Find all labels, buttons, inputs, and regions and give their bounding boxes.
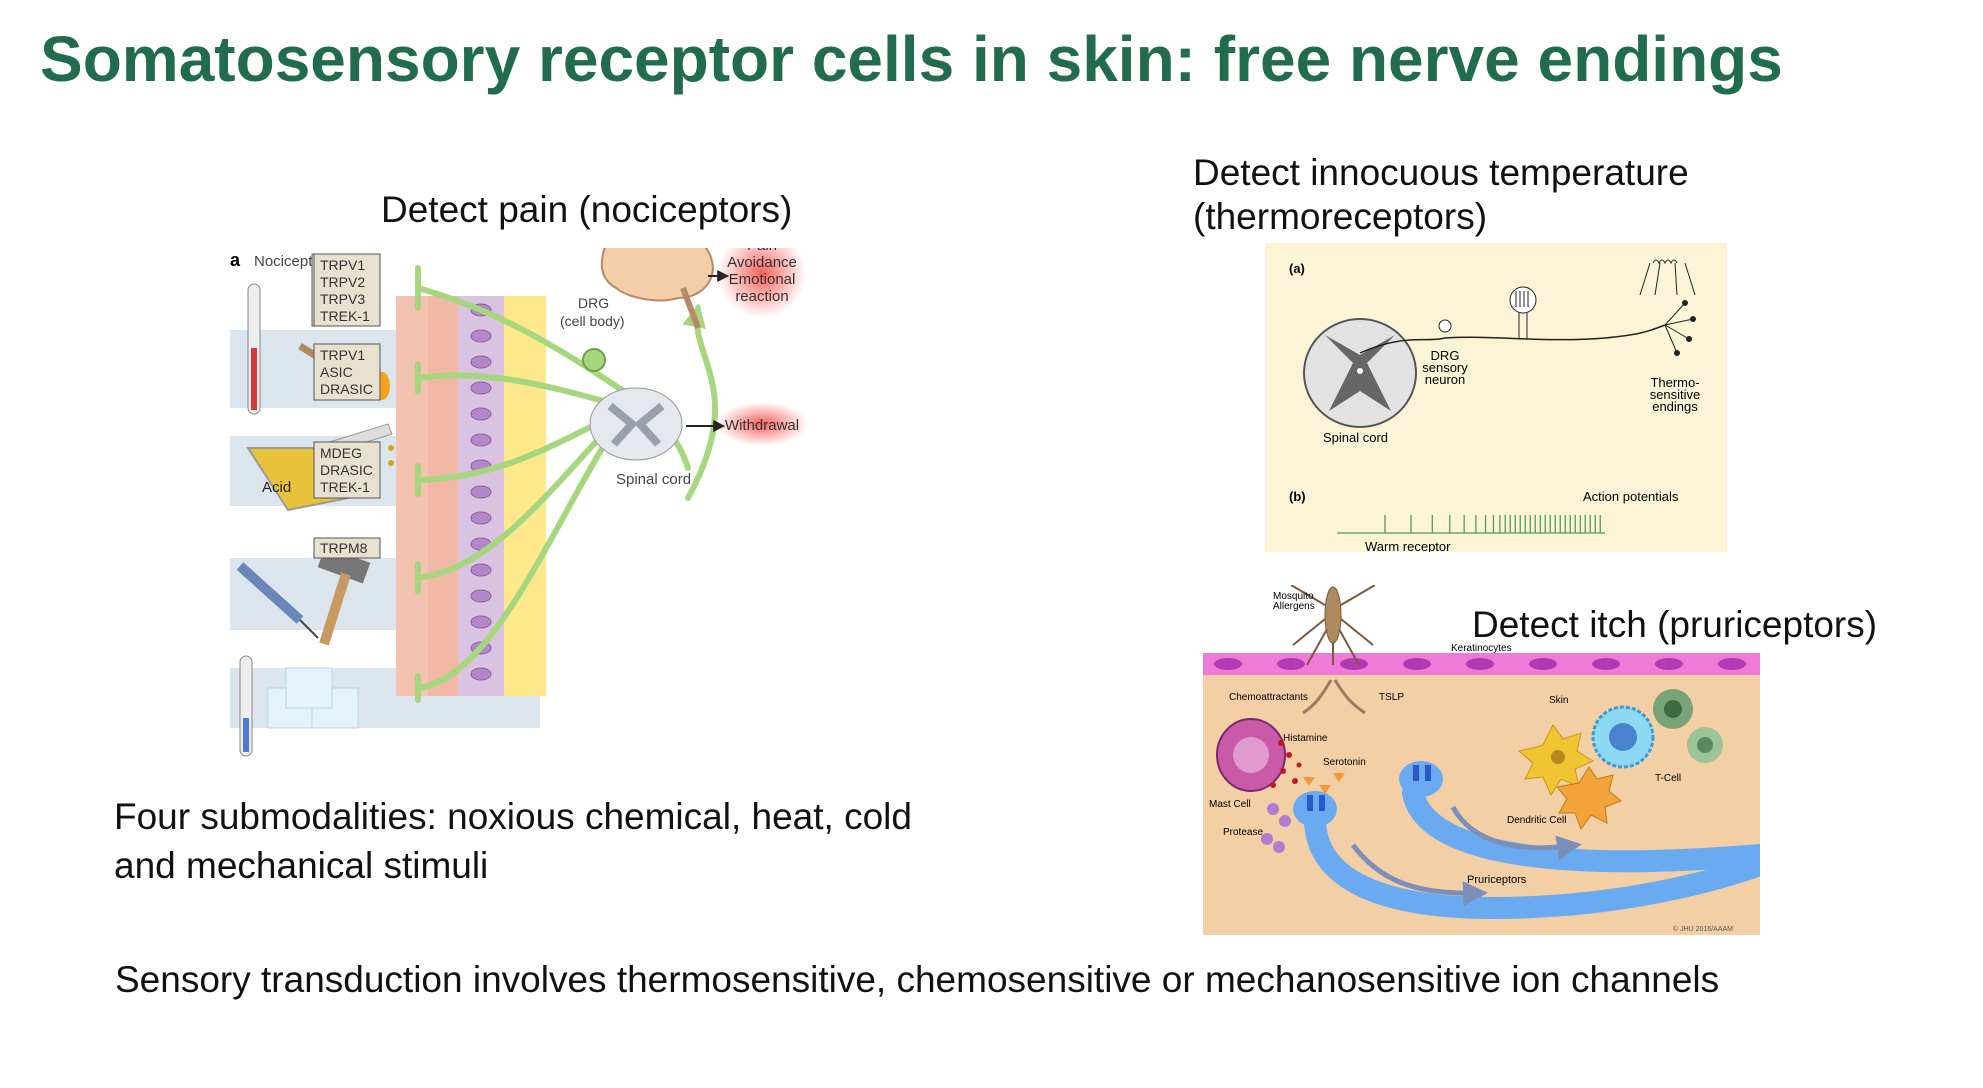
- text-line: Allergens: [1273, 601, 1315, 612]
- drg-cell-body: [582, 348, 606, 372]
- mast-cell-icon: [1216, 718, 1302, 792]
- text-line: Emotional: [729, 271, 796, 288]
- action-potential-trace: [1337, 515, 1605, 534]
- syringe-icon: [236, 562, 319, 639]
- channel-label-trpv3: TRPV3: [320, 291, 365, 307]
- thermo-heading-line2: (thermoreceptors): [1193, 196, 1488, 237]
- keratinocyte-cell: [1655, 658, 1683, 670]
- channel-label-trpv1: TRPV1: [320, 347, 365, 363]
- pruriceptors-label: Pruriceptors: [1467, 874, 1527, 886]
- chemoattractants-label: Chemoattractants: [1229, 692, 1308, 703]
- thermometer-probe-icon: [1509, 286, 1537, 339]
- thermosensitive-endings-icon: [1639, 259, 1696, 356]
- itch-heading: Detect itch (pruriceptors): [1472, 604, 1878, 645]
- text-line: sensory: [1422, 360, 1468, 375]
- acid-label: Acid: [262, 479, 291, 496]
- serotonin-label: Serotonin: [1323, 757, 1366, 768]
- withdrawal-label: Withdrawal: [725, 417, 799, 434]
- keratinocyte-cell: [1403, 658, 1431, 670]
- receptor-channel-icons: [1307, 765, 1431, 811]
- text-line: DRG: [1431, 348, 1460, 363]
- text-line: Mosquito: [1273, 591, 1314, 602]
- brain-icon: [600, 248, 714, 302]
- pain-caption-line1: Four submodalities: noxious chemical, he…: [114, 796, 912, 837]
- page-title: Somatosensory receptor cells in skin: fr…: [40, 23, 1783, 95]
- spinal-cord-label: Spinal cord: [616, 471, 691, 488]
- channel-label-drasic: DRASIC: [320, 381, 373, 397]
- protease-label: Protease: [1223, 827, 1263, 838]
- thermo-spinal-cord-icon: [1303, 318, 1417, 428]
- keratinocyte-cell: [1466, 658, 1494, 670]
- panel-letter: a: [230, 250, 241, 270]
- keratinocyte-cell: [1214, 658, 1242, 670]
- footer-text: Sensory transduction involves thermosens…: [115, 959, 1720, 1000]
- thermometer-cold-icon: [239, 655, 253, 757]
- text-line: Avoidance: [727, 254, 797, 271]
- pain-heading: Detect pain (nociceptors): [381, 189, 793, 230]
- mast-cell-label: Mast Cell: [1209, 799, 1251, 810]
- tslp-label: TSLP: [1379, 692, 1404, 703]
- spinal-cord-icon: [589, 387, 683, 461]
- histamine-label: Histamine: [1283, 733, 1328, 744]
- panel-a-label: (a): [1289, 261, 1305, 276]
- ice-cubes-icon: [267, 667, 359, 729]
- channel-label-drasic: DRASIC: [320, 462, 373, 478]
- channel-label-asic: ASIC: [320, 364, 353, 380]
- thermo-heading-line1: Detect innocuous temperature: [1193, 152, 1689, 193]
- dendritic-cell-icon: [1517, 724, 1595, 797]
- thermo-spinal-label: Spinal cord: [1323, 430, 1388, 445]
- epidermal-cells: [470, 303, 492, 681]
- keratinocyte-cell: [1718, 658, 1746, 670]
- brain-output-labels: PainAvoidanceEmotionalreaction: [727, 248, 797, 305]
- stratum-corneum: [504, 296, 546, 696]
- keratinocyte-cell: [1277, 658, 1305, 670]
- withdrawal-glow: [716, 402, 808, 446]
- protease-icon: [1261, 803, 1291, 853]
- skin-label: Skin: [1549, 695, 1568, 706]
- pain-caption-line2: and mechanical stimuli: [114, 845, 489, 886]
- action-potentials-label: Action potentials: [1583, 489, 1679, 504]
- text-line: reaction: [735, 288, 788, 305]
- keratinocytes-label: Keratinocytes: [1451, 643, 1512, 654]
- drg-soma: [1438, 319, 1452, 333]
- t-cell-icon: [1591, 689, 1723, 769]
- keratinocyte-cell: [1592, 658, 1620, 670]
- channel-label-trpm8: TRPM8: [320, 540, 368, 556]
- dendritic-cell-label: Dendritic Cell: [1507, 815, 1566, 826]
- drg-sublabel: (cell body): [560, 313, 625, 329]
- text-line: Pain: [747, 248, 777, 254]
- panel-b-label: (b): [1289, 489, 1306, 504]
- warm-receptor-label: Warm receptor: [1365, 539, 1451, 552]
- keratinocyte-cell: [1340, 658, 1368, 670]
- pain-output-glow: [718, 248, 806, 318]
- channel-label-mdeg: MDEG: [320, 445, 362, 461]
- t-cell-label: T-Cell: [1655, 773, 1681, 784]
- mosquito-icon: [1290, 585, 1376, 666]
- credit-label: © JHU 2016/AAAM: [1673, 925, 1733, 933]
- text-line: sensitive: [1650, 387, 1701, 402]
- text-line: neuron: [1425, 372, 1465, 387]
- sensory-axon: [1359, 324, 1666, 354]
- channel-label-trpv1: TRPV1: [320, 257, 365, 273]
- thermometer-hot-icon: [247, 283, 261, 415]
- second-dendritic-cell-icon: [1556, 766, 1622, 831]
- channel-label-trek-1: TREK-1: [320, 308, 370, 324]
- pruriceptor-fibres: [1293, 761, 1760, 919]
- drg-label: DRG: [578, 295, 609, 311]
- channel-label-trek-1: TREK-1: [320, 479, 370, 495]
- keratinocyte-cell: [1529, 658, 1557, 670]
- text-line: endings: [1652, 399, 1698, 414]
- nociceptor-figure: a Nociceptive pain Acid: [228, 248, 1028, 768]
- text-line: Thermo-: [1650, 375, 1699, 390]
- channel-label-trpv2: TRPV2: [320, 274, 365, 290]
- serotonin-icon: [1303, 773, 1345, 794]
